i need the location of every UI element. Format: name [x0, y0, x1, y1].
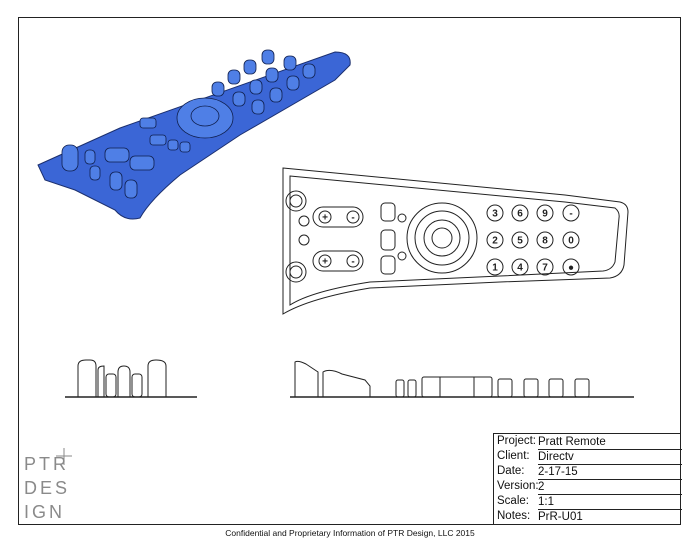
notes-value: PrR-U01: [538, 511, 583, 523]
number-key-label: 8: [542, 236, 548, 247]
number-key-label: 0: [568, 236, 574, 247]
date-label: Date:: [497, 465, 525, 477]
title-block-row-client: Client: Directv: [494, 449, 682, 464]
client-value: Directv: [538, 451, 574, 463]
rocker-minus-label: -: [351, 213, 354, 224]
rocker-plus-label: +: [322, 257, 328, 268]
row-divider: [538, 479, 682, 480]
logo-line: PTR: [24, 454, 69, 474]
drawing-sheet-border: [18, 17, 681, 525]
title-block-row-notes: Notes: PrR-U01: [494, 509, 682, 524]
logo-line: IGN: [24, 502, 66, 522]
date-value: 2-17-15: [538, 466, 578, 478]
title-block-row-version: Version: 2: [494, 479, 682, 494]
scale-value: 1:1: [538, 496, 554, 508]
row-divider: [538, 494, 682, 495]
notes-label: Notes:: [497, 510, 531, 522]
project-value: Pratt Remote: [538, 436, 606, 448]
number-key-label: 9: [542, 209, 548, 220]
logo-line: DES: [24, 478, 71, 498]
rocker-minus-label: -: [351, 257, 354, 268]
number-key-label: 1: [492, 263, 498, 274]
side-view-long: [290, 360, 634, 398]
top-view-remote: [282, 167, 629, 315]
number-key-label: 5: [517, 236, 523, 247]
version-label: Version:: [497, 480, 539, 492]
confidentiality-footer: Confidential and Proprietary Information…: [225, 528, 475, 538]
number-key-label: 6: [517, 209, 523, 220]
number-key-label: 7: [542, 263, 548, 274]
title-block: Project: Pratt Remote Client: Directv Da…: [493, 433, 682, 525]
number-key-label: ●: [568, 263, 574, 274]
version-value: 2: [538, 481, 545, 493]
row-divider: [538, 464, 682, 465]
number-key-label: -: [569, 209, 572, 220]
number-key-label: 4: [517, 263, 523, 274]
row-divider: [538, 509, 682, 510]
title-block-row-scale: Scale: 1:1: [494, 494, 682, 509]
rocker-plus-label: +: [322, 213, 328, 224]
number-key-label: 3: [492, 209, 498, 220]
title-block-row-project: Project: Pratt Remote: [494, 434, 682, 449]
logo-mark: [56, 448, 72, 465]
side-view-end: [65, 359, 197, 398]
row-divider: [538, 449, 682, 450]
project-label: Project:: [497, 435, 536, 447]
isometric-remote-view: [37, 49, 351, 220]
title-block-row-date: Date: 2-17-15: [494, 464, 682, 479]
client-label: Client:: [497, 450, 530, 462]
scale-label: Scale:: [497, 495, 529, 507]
number-key-label: 2: [492, 236, 498, 247]
ptr-design-logo: PTR DES IGN: [24, 452, 80, 524]
